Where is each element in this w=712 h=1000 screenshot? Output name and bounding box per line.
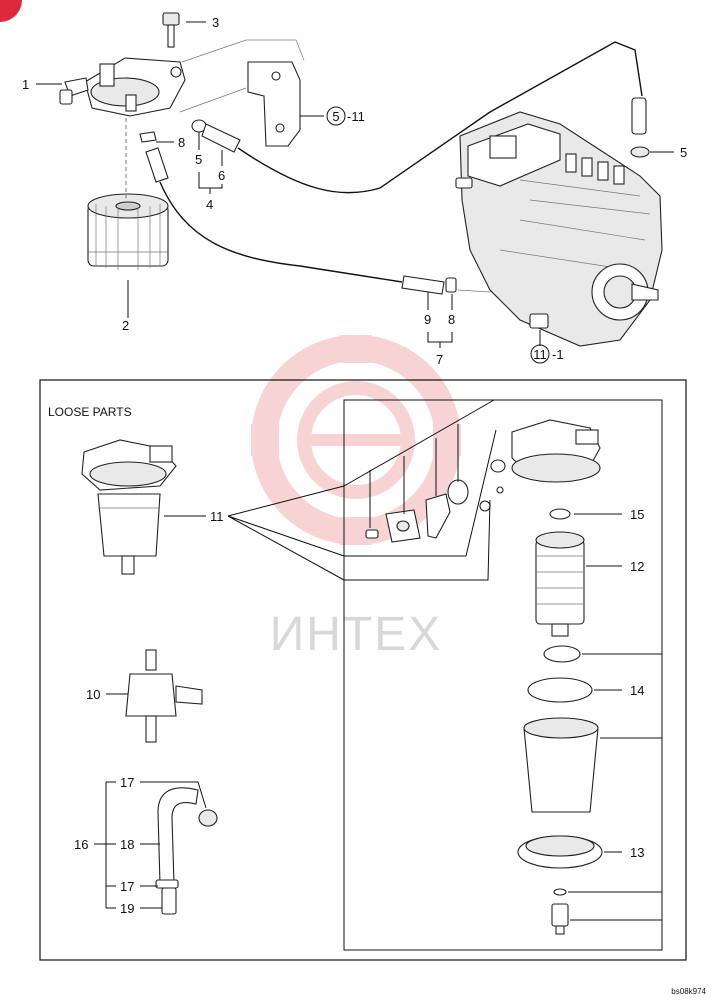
- callout-10: 10: [86, 687, 100, 702]
- callout-17b: 17: [120, 879, 134, 894]
- ring-nut-13-part: [517, 835, 603, 869]
- injection-pump-part: [455, 111, 663, 347]
- bowl-part: [523, 717, 599, 813]
- fuel-hose-top-part: [145, 147, 169, 183]
- inlet-fitting-part: [59, 89, 73, 105]
- leader-17a: [140, 781, 207, 809]
- exploded-head-part: [511, 419, 601, 483]
- mounting-bracket-part: [247, 61, 301, 147]
- exploded-view-frame: [343, 399, 663, 951]
- lever-part: [425, 493, 451, 539]
- watermark-text: ИНТЕХ: [270, 608, 443, 661]
- oring-large-part: [447, 479, 469, 505]
- exploded-vertical-guides: [369, 424, 459, 528]
- washer-15-part: [549, 508, 571, 520]
- callout-5-suffix: -11: [347, 109, 365, 124]
- drain-oring-part: [553, 888, 567, 896]
- callout-12: 12: [630, 559, 644, 574]
- drain-plug-part: [551, 903, 569, 935]
- callout-8-bottom: 8: [448, 312, 455, 327]
- filter-cartridge-part: [87, 193, 169, 270]
- gasket-14-part: [527, 677, 593, 703]
- drawing-code: bs08k974: [671, 987, 706, 996]
- callout-7: 7: [436, 352, 443, 367]
- bracket-7: [427, 332, 453, 348]
- exploded-guide-lines: [343, 399, 497, 581]
- callout-6: 6: [218, 168, 225, 183]
- callout-3: 3: [212, 15, 219, 30]
- callout-4: 4: [206, 197, 213, 212]
- callout-11-ref: 11: [533, 347, 547, 362]
- return-hose-part: [630, 97, 650, 158]
- callout-15: 15: [630, 507, 644, 522]
- corner-marker: [0, 0, 22, 22]
- bracket-4: [198, 172, 223, 194]
- callout-5-clip: 5: [195, 152, 202, 167]
- leader-11-fan: [227, 485, 345, 581]
- callout-5-ref: 5: [332, 109, 339, 124]
- screw-part: [365, 529, 379, 539]
- callout-19: 19: [120, 901, 134, 916]
- callout-18: 18: [120, 837, 134, 852]
- fuel-hose-6-part: [201, 123, 241, 153]
- callout-1: 1: [22, 77, 29, 92]
- ref-circle-11: [530, 344, 550, 364]
- element-12-part: [535, 531, 585, 637]
- callout-5-right: 5: [680, 145, 687, 160]
- fuel-hose-9-part: [401, 275, 445, 295]
- filter-head-part: [64, 57, 186, 117]
- bolt-part: [162, 12, 180, 48]
- loose-parts-title: LOOSE PARTS: [48, 405, 132, 419]
- oring-14a-part: [543, 645, 581, 663]
- oring-small-part: [479, 459, 506, 512]
- callout-9: 9: [424, 312, 431, 327]
- inline-filter-part: [125, 649, 203, 743]
- loose-parts-frame: [39, 379, 687, 961]
- bracket-16: [94, 781, 116, 909]
- callout-8-top: 8: [178, 135, 185, 150]
- clip-8-bottom-part: [445, 277, 457, 293]
- callout-16: 16: [74, 837, 88, 852]
- watermark-logo: [251, 335, 461, 545]
- callout-13: 13: [630, 845, 644, 860]
- callout-17a: 17: [120, 775, 134, 790]
- callout-11: 11: [210, 509, 224, 524]
- filter-assembly-part: [81, 439, 177, 575]
- hose-set-part: [155, 787, 218, 915]
- callout-14: 14: [630, 683, 644, 698]
- callout-11-suffix: -1: [552, 347, 564, 362]
- ref-circle-5: [326, 106, 346, 126]
- gasket-plate-part: [385, 509, 421, 543]
- callout-2: 2: [122, 318, 129, 333]
- clip-8-top-part: [139, 131, 157, 143]
